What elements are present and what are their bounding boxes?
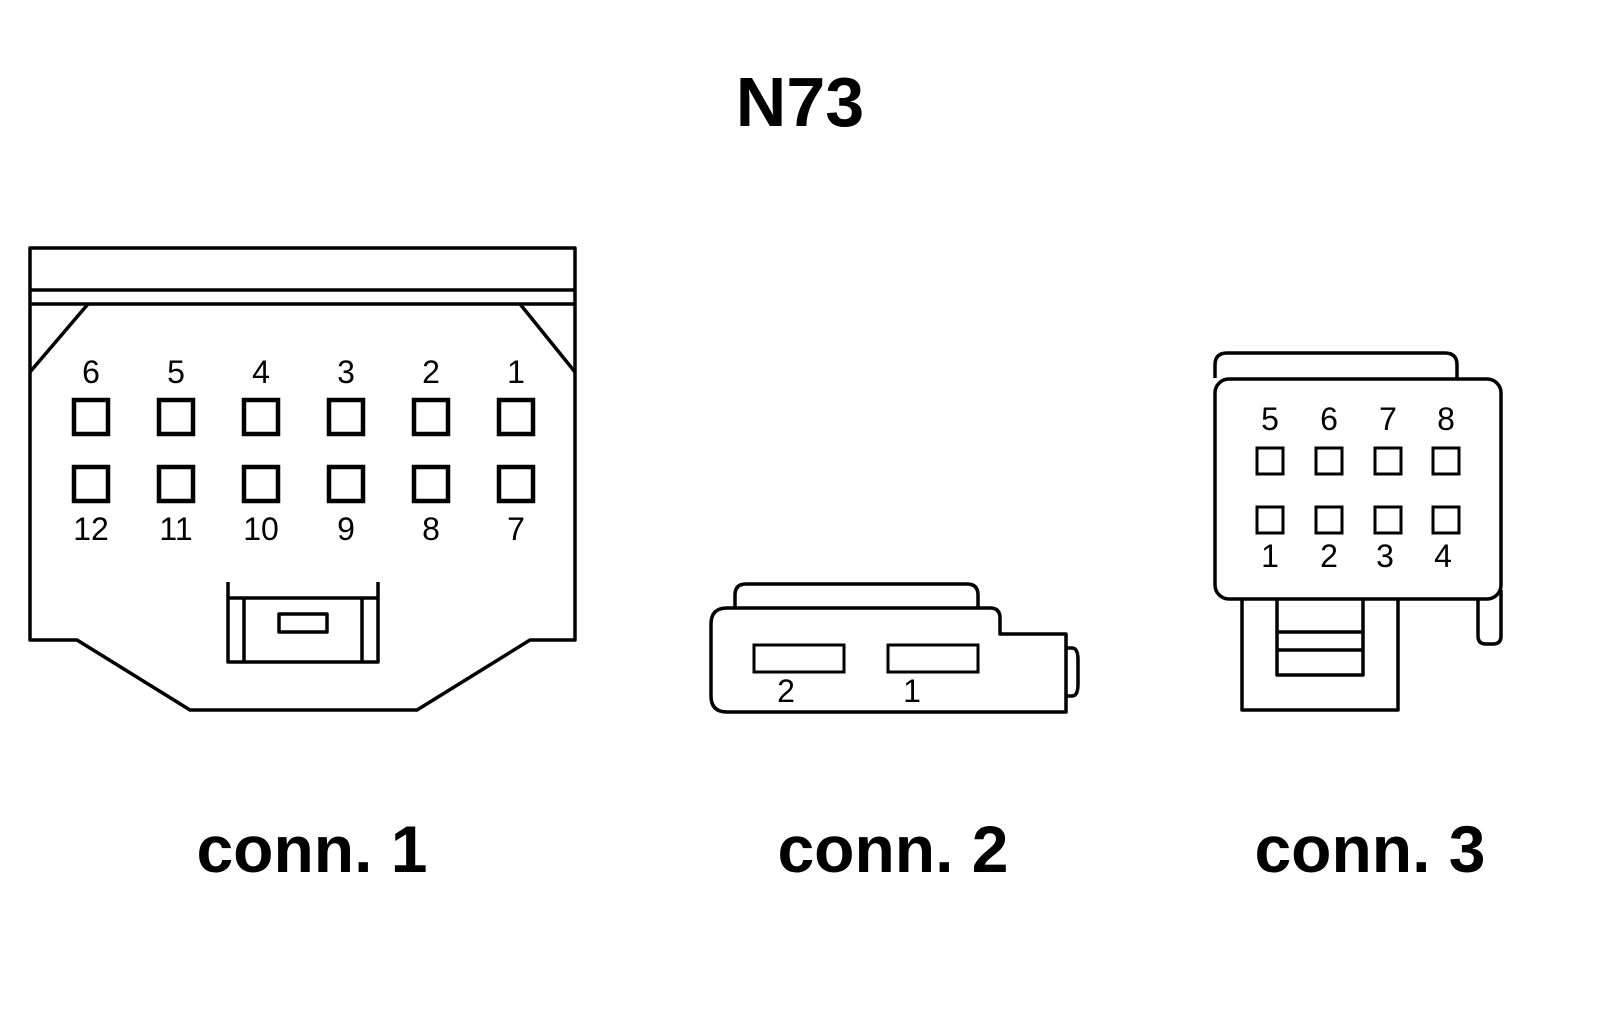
pin: 8 bbox=[1431, 401, 1461, 476]
connector-1-housing bbox=[28, 246, 577, 712]
pin-number: 6 bbox=[1320, 401, 1338, 437]
connector-3-pins-top: 5 6 7 8 bbox=[1255, 401, 1461, 476]
pin-number: 10 bbox=[243, 511, 279, 547]
pin-cavity bbox=[1314, 446, 1344, 476]
pin-number: 2 bbox=[777, 673, 795, 709]
connector-2: 2 1 conn. 2 bbox=[709, 582, 1080, 886]
pin-number: 4 bbox=[1434, 538, 1452, 574]
pin-number: 5 bbox=[167, 354, 185, 390]
pin: 4 bbox=[1431, 505, 1461, 574]
pin-cavity bbox=[1255, 446, 1285, 476]
connector-3: 5 6 7 8 1 2 bbox=[1213, 351, 1503, 886]
pin: 4 bbox=[241, 354, 281, 437]
pin-cavity bbox=[241, 464, 281, 504]
pin-cavity bbox=[326, 397, 366, 437]
pin-cavity bbox=[1373, 505, 1403, 535]
pin-number: 1 bbox=[1261, 538, 1279, 574]
pin-number: 4 bbox=[252, 354, 270, 390]
pin-cavity bbox=[1373, 446, 1403, 476]
pin: 2 bbox=[752, 643, 846, 709]
pin: 2 bbox=[411, 354, 451, 437]
pin-cavity bbox=[241, 397, 281, 437]
pin-cavity bbox=[1431, 446, 1461, 476]
pin-number: 9 bbox=[337, 511, 355, 547]
pin: 3 bbox=[326, 354, 366, 437]
pin: 10 bbox=[241, 464, 281, 547]
pin: 7 bbox=[1373, 401, 1403, 476]
pin-number: 11 bbox=[159, 511, 192, 547]
pin-cavity bbox=[156, 397, 196, 437]
pin: 5 bbox=[1255, 401, 1285, 476]
pin-cavity bbox=[156, 464, 196, 504]
connector-1-pins-top: 6 5 4 3 2 1 bbox=[71, 354, 536, 437]
pin-number: 2 bbox=[1320, 538, 1338, 574]
pin-cavity bbox=[326, 464, 366, 504]
pin-number: 6 bbox=[82, 354, 100, 390]
connector-1-pins-bottom: 12 11 10 9 8 7 bbox=[71, 464, 536, 547]
connector-2-pins: 2 1 bbox=[752, 643, 980, 709]
pin-cavity bbox=[752, 643, 846, 674]
connector-3-pins-bottom: 1 2 3 4 bbox=[1255, 505, 1461, 574]
pin-cavity bbox=[496, 464, 536, 504]
diagram-title: N73 bbox=[736, 63, 864, 141]
connector-1-label: conn. 1 bbox=[196, 812, 427, 886]
pin-number: 5 bbox=[1261, 401, 1279, 437]
pin-number: 8 bbox=[1437, 401, 1455, 437]
pin: 12 bbox=[71, 464, 111, 547]
pin: 6 bbox=[71, 354, 111, 437]
pin: 7 bbox=[496, 464, 536, 547]
pin-cavity bbox=[411, 464, 451, 504]
pin: 3 bbox=[1373, 505, 1403, 574]
pin-number: 1 bbox=[903, 673, 921, 709]
pin-cavity bbox=[886, 643, 980, 674]
pin-number: 1 bbox=[507, 354, 525, 390]
pin-cavity bbox=[1314, 505, 1344, 535]
pin-cavity bbox=[411, 397, 451, 437]
pin-number: 3 bbox=[337, 354, 355, 390]
connector-1: 6 5 4 3 2 1 bbox=[28, 246, 577, 886]
pin-number: 8 bbox=[422, 511, 440, 547]
pin: 1 bbox=[496, 354, 536, 437]
pin: 1 bbox=[1255, 505, 1285, 574]
pin-cavity bbox=[71, 464, 111, 504]
pin-cavity bbox=[496, 397, 536, 437]
connector-3-housing bbox=[1213, 351, 1503, 712]
pin-number: 2 bbox=[422, 354, 440, 390]
pin: 1 bbox=[886, 643, 980, 709]
pin: 11 bbox=[156, 464, 196, 547]
pin: 9 bbox=[326, 464, 366, 547]
pin: 6 bbox=[1314, 401, 1344, 476]
pin: 5 bbox=[156, 354, 196, 437]
pin-cavity bbox=[1431, 505, 1461, 535]
pin-number: 7 bbox=[507, 511, 525, 547]
pin-number: 3 bbox=[1376, 538, 1394, 574]
connector-3-label: conn. 3 bbox=[1254, 812, 1485, 886]
connector-2-label: conn. 2 bbox=[777, 812, 1008, 886]
pin-cavity bbox=[1255, 505, 1285, 535]
pin-number: 12 bbox=[73, 511, 109, 547]
pin: 8 bbox=[411, 464, 451, 547]
pin-number: 7 bbox=[1379, 401, 1397, 437]
pin-cavity bbox=[71, 397, 111, 437]
pin: 2 bbox=[1314, 505, 1344, 574]
